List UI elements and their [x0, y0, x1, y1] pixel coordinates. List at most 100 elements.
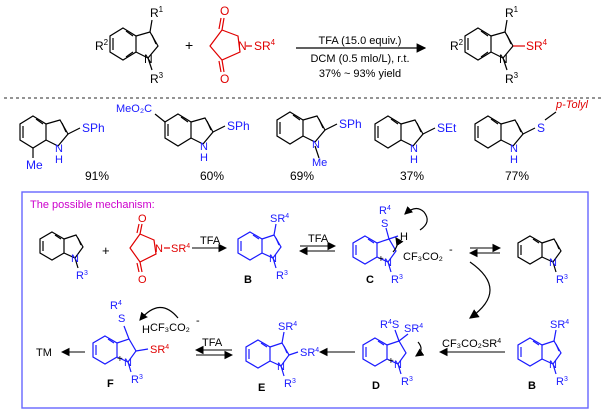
target-molecule: TM: [36, 347, 52, 359]
tfa-label-1: TFA: [200, 235, 221, 247]
example-1-n: N: [55, 143, 63, 155]
intermediate-d: [362, 329, 409, 375]
example-5-yield: 77%: [505, 169, 529, 183]
mech-indole-right-r3: R3: [556, 274, 568, 286]
c-plus: +: [378, 254, 384, 265]
c-cf3co2: CF₃CO₂: [403, 251, 443, 263]
c-s: S: [381, 218, 388, 230]
b-bottom-r3: R3: [556, 376, 568, 388]
d-plus: +: [388, 356, 394, 367]
b-bottom-sr4: SR4: [550, 319, 569, 331]
example-2-extra: MeO₂C: [116, 103, 152, 115]
f-r3: R3: [131, 374, 143, 386]
f-plus: +: [117, 354, 123, 365]
example-1-h: H: [55, 154, 63, 166]
condition-solvent: DCM (0.5 mlo/L), r.t.: [310, 53, 409, 65]
example-1-extra: Me: [26, 158, 43, 172]
mech-reagent-n: N: [155, 243, 163, 255]
example-4: SEt N H 37%: [374, 115, 457, 183]
label-e: E: [258, 382, 265, 394]
cf3co2sr-label: CF₃CO₂SR4: [442, 338, 501, 350]
example-3: SPh N Me 69%: [276, 111, 362, 183]
label-c: C: [366, 274, 374, 286]
example-5-substituent: S: [537, 121, 545, 135]
f-r4: R4: [110, 300, 122, 312]
product-sr4: SR4: [526, 38, 548, 53]
mech-reagent-sr4: SR4: [171, 243, 190, 255]
mech-plus: +: [102, 243, 110, 258]
f-minus: -: [196, 315, 200, 327]
example-2-substituent: SPh: [227, 119, 250, 133]
reagent-n: N: [238, 39, 247, 53]
example-4-yield: 37%: [400, 169, 424, 183]
product-r3: R3: [505, 71, 519, 86]
mech-indole-n: N: [71, 253, 79, 265]
tfa-label-2: TFA: [308, 233, 329, 245]
intermediate-e: [245, 331, 299, 377]
starting-indole: [109, 19, 159, 71]
example-5-n: N: [510, 143, 518, 155]
mech-o-bottom: O: [138, 274, 147, 286]
example-3-extra: Me: [312, 157, 327, 169]
f-cf3co2: CF₃CO₂: [150, 322, 190, 334]
example-2: MeO₂C SPh N H 60%: [116, 103, 250, 183]
mech-indole-r3: R3: [76, 270, 88, 282]
mechanism-title: The possible mechanism:: [30, 199, 155, 211]
example-2-h: H: [200, 152, 208, 164]
example-3-substituent: SPh: [339, 117, 362, 131]
indole-n: N: [144, 52, 153, 66]
curved-arrow-to-bottom: [469, 261, 491, 319]
example-4-h: H: [410, 154, 418, 166]
r1-label: R1: [150, 5, 164, 20]
r3-label: R3: [150, 71, 164, 86]
product-r2: R2: [450, 38, 464, 53]
d-n: N: [394, 359, 402, 371]
e-n: N: [277, 361, 285, 373]
label-f: F: [107, 378, 114, 390]
curved-arrow-c: [404, 206, 428, 231]
c-r3: R3: [391, 274, 403, 286]
example-4-n: N: [410, 143, 418, 155]
example-1: SPh N H Me 91%: [19, 115, 109, 183]
tfa-label-3: TFA: [202, 337, 223, 349]
b-top-r3: R3: [276, 270, 288, 282]
mech-indole: [39, 231, 84, 269]
intermediate-b-bottom: [517, 329, 562, 375]
r2-label: R2: [95, 38, 109, 53]
product-n: N: [499, 52, 508, 66]
example-1-substituent: SPh: [82, 121, 105, 135]
mech-indole-right: [517, 235, 562, 273]
mech-o-top: O: [138, 213, 147, 225]
oxygen-bottom: O: [220, 72, 229, 86]
example-5-h: H: [510, 154, 518, 166]
example-4-substituent: SEt: [437, 121, 457, 135]
example-5-extra: p-Tolyl: [555, 99, 589, 111]
curved-arrow-c-2: [392, 237, 404, 253]
curved-arrow-d: [415, 341, 425, 357]
product-r1: R1: [505, 5, 519, 20]
example-3-yield: 69%: [290, 169, 314, 183]
e-sr4-right: SR4: [300, 347, 319, 359]
example-2-yield: 60%: [200, 169, 224, 183]
mechanism-frame: [21, 191, 589, 409]
c-h: H: [400, 231, 408, 243]
d-r3: R3: [401, 376, 413, 388]
e-r3: R3: [284, 378, 296, 390]
example-5: S p-Tolyl N H 77%: [474, 99, 589, 183]
intermediate-b-top: [237, 223, 282, 269]
c-n: N: [384, 257, 392, 269]
b-bottom-n: N: [549, 359, 557, 371]
b-top-sr4: SR4: [270, 213, 289, 225]
intermediate-c: [352, 227, 399, 273]
example-2-n: N: [200, 141, 208, 153]
example-1-yield: 91%: [85, 169, 109, 183]
b-top-n: N: [269, 253, 277, 265]
c-minus: -: [449, 244, 453, 256]
condition-yield: 37% ~ 93% yield: [319, 68, 401, 80]
succinimide-reagent: [209, 17, 252, 73]
f-n: N: [124, 357, 132, 369]
d-sr4: SR4: [404, 323, 423, 335]
e-sr4-top: SR4: [278, 321, 297, 333]
mech-succinimide: [129, 223, 170, 273]
